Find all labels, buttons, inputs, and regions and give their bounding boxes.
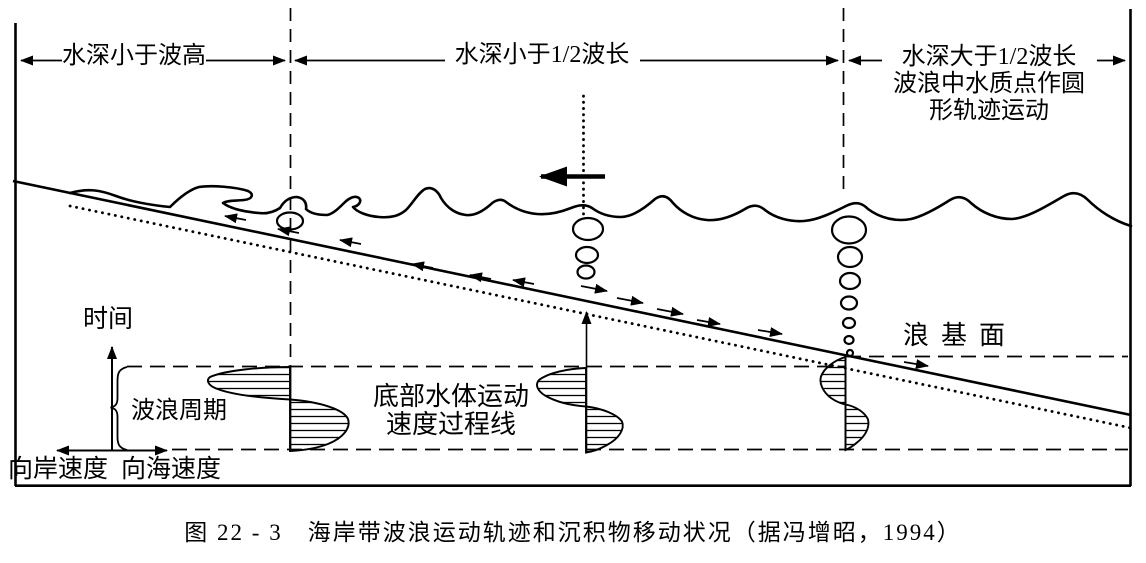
offshore-lobe: [844, 403, 870, 452]
offshore-velocity-label: 向海速度: [121, 456, 222, 483]
zone-divider-dashed-lines: [289, 8, 845, 366]
frame-borders: [14, 9, 1132, 488]
figure-caption: 图 22 - 3 海岸带波浪运动轨迹和沉积物移动状况（据冯增昭，1994）: [184, 520, 962, 545]
offshore-orbital-circles: [830, 215, 868, 358]
wave-base-label: 浪基面: [903, 321, 1018, 350]
sediment-dotted-line: [68, 204, 1133, 430]
wave-period-label: 波浪周期: [131, 398, 227, 424]
onshore-lobe: [536, 367, 587, 408]
zone3-line3: 形轨迹运动: [929, 98, 1049, 124]
bottom-water-velocity-label: 底部水体运动 速度过程线: [357, 383, 545, 439]
zone-label-depth-lt-wave-height: 水深小于波高: [62, 43, 206, 69]
wave-period-brace: [110, 366, 128, 451]
onshore-sediment-arrows: [224, 213, 535, 288]
offshore-lobe: [289, 398, 350, 452]
zone-label-depth-lt-half-wavelength: 水深小于1/2波长: [454, 42, 630, 68]
sea-surface-wave-line: [68, 184, 1133, 228]
offshore-sediment-arrows: [580, 283, 929, 369]
reference-dashed-lines: [127, 355, 1128, 451]
onshore-lobe: [819, 355, 847, 406]
velocity-profile-breaker: [207, 366, 350, 452]
offshore-lobe: [585, 405, 624, 454]
onshore-lobe: [207, 366, 291, 401]
bottom-water-label-line1: 底部水体运动: [372, 382, 529, 411]
zone3-line2: 波浪中水质点作圆: [893, 71, 1085, 97]
beach-slope-line: [12, 179, 1132, 417]
transition-orbital-circles: [571, 216, 605, 280]
zone3-line1: 水深大于1/2波长: [901, 44, 1077, 70]
onshore-velocity-label: 向岸速度: [8, 456, 109, 483]
velocity-time-axes: [56, 346, 168, 456]
time-axis-label: 时间: [83, 306, 134, 333]
velocity-profile-wave-base: [819, 355, 870, 452]
velocity-profile-transition: [536, 311, 624, 454]
zone-label-depth-gt-half-wavelength: 水深大于1/2波长 波浪中水质点作圆 形轨迹运动: [853, 44, 1125, 125]
bottom-water-label-line2: 速度过程线: [385, 410, 516, 439]
